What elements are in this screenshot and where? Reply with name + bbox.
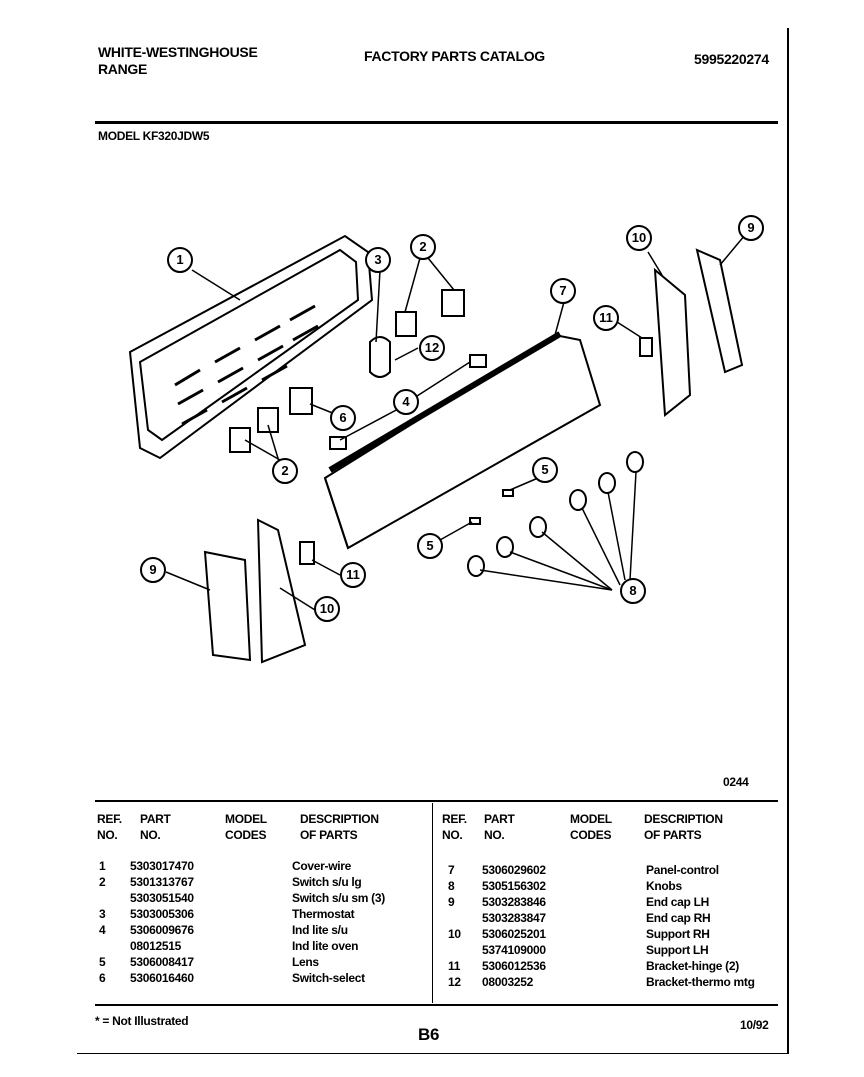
table-row-desc: Support LH [646,943,709,957]
table-row-ref: 4 [99,923,106,937]
table-row-desc: Knobs [646,879,682,893]
table-divider [432,803,433,1003]
catalog-date: 10/92 [740,1018,769,1032]
callout-6: 6 [330,405,356,431]
header-model: MODEL CODES [570,812,612,842]
table-row-part: 5303017470 [130,859,194,873]
table-row-desc: Lens [292,955,319,969]
table-row-part: 5303283846 [482,895,546,909]
table-row-part: 5306009676 [130,923,194,937]
callout-5: 5 [532,457,558,483]
table-row-desc: Cover-wire [292,859,352,873]
brand-line-1: WHITE-WESTINGHOUSE [98,44,258,60]
callout-10: 10 [626,225,652,251]
callout-11: 11 [340,562,366,588]
knob-parts [467,451,644,577]
header-desc: DESCRIPTION OF PARTS [644,812,723,842]
catalog-title: FACTORY PARTS CATALOG [364,48,545,64]
table-row-part: 5306008417 [130,955,194,969]
table-row-desc: Bracket-hinge (2) [646,959,739,973]
figure-code: 0244 [723,775,749,789]
table-row-part: 5303005306 [130,907,194,921]
table-row-desc: Switch-select [292,971,365,985]
callout-11: 11 [593,305,619,331]
callout-10: 10 [314,596,340,622]
table-row-ref: 7 [448,863,455,877]
table-row-part: 5306029602 [482,863,546,877]
table-row-ref: 6 [99,971,106,985]
model-label: MODEL KF320JDW5 [98,129,210,143]
table-row-ref: 8 [448,879,455,893]
header-model: MODEL CODES [225,812,267,842]
table-row-part: 5306025201 [482,927,546,941]
header-desc: DESCRIPTION OF PARTS [300,812,379,842]
callout-3: 3 [365,247,391,273]
table-row-ref: 10 [448,927,461,941]
table-row-ref: 11 [448,959,461,973]
table-row-part: 5306012536 [482,959,546,973]
switch-parts [229,289,487,453]
table-row-part: 5303283847 [482,911,546,925]
table-row-desc: Panel-control [646,863,719,877]
catalog-number: 5995220274 [694,51,769,67]
table-row-desc: Bracket-thermo mtg [646,975,755,989]
table-row-desc: End cap LH [646,895,710,909]
header-ref: REF. NO. [97,812,122,842]
brand-line-2: RANGE [98,61,148,77]
table-row-desc: Support RH [646,927,710,941]
callout-9: 9 [140,557,166,583]
table-row-ref: 9 [448,895,455,909]
callout-2: 2 [272,458,298,484]
table-row-ref: 3 [99,907,106,921]
not-illustrated-note: * = Not Illustrated [95,1014,189,1028]
table-row-desc: Switch s/u sm (3) [292,891,385,905]
table-row-part: 5306016460 [130,971,194,985]
callout-7: 7 [550,278,576,304]
table-row-part: 08003252 [482,975,533,989]
table-row-part: 5301313767 [130,875,194,889]
table-row-desc: Ind lite s/u [292,923,348,937]
table-row-desc: Thermostat [292,907,355,921]
table-row-part: 08012515 [130,939,181,953]
table-row-desc: Switch s/u lg [292,875,362,889]
callout-9: 9 [738,215,764,241]
page-frame [77,28,789,1054]
table-row-desc: Ind lite oven [292,939,359,953]
end-cap-and-support-parts [203,248,744,664]
table-row-part: 5303051540 [130,891,194,905]
panel-control-part [323,331,602,550]
page-number: B6 [418,1025,440,1044]
callout-12: 12 [419,335,445,361]
header-part: PART NO. [484,812,515,842]
table-row-ref: 2 [99,875,106,889]
table-bottom-rule [95,1004,778,1006]
cover-wire-part [128,234,374,460]
callout-5: 5 [417,533,443,559]
table-top-rule [95,800,778,802]
table-row-desc: End cap RH [646,911,711,925]
table-row-part: 5305156302 [482,879,546,893]
callout-1: 1 [167,247,193,273]
table-row-ref: 1 [99,859,106,873]
table-row-part: 5374109000 [482,943,546,957]
callout-8: 8 [620,578,646,604]
callout-2: 2 [410,234,436,260]
leader-lines [165,234,746,611]
table-row-ref: 12 [448,975,461,989]
header-part: PART NO. [140,812,171,842]
header-ref: REF. NO. [442,812,467,842]
callout-4: 4 [393,389,419,415]
header-rule [95,121,778,124]
table-row-ref: 5 [99,955,106,969]
